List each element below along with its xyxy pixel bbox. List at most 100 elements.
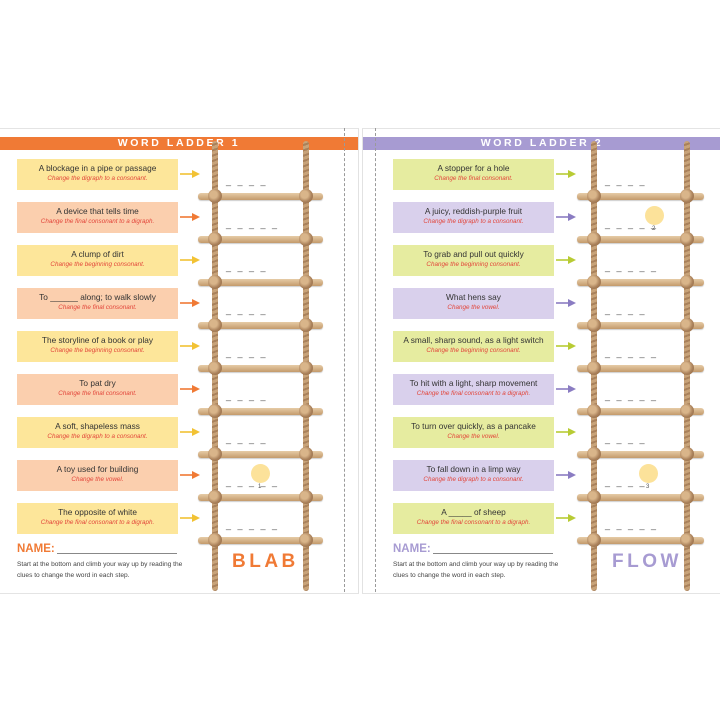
rope-knot [680, 361, 694, 375]
clue-text: A stopper for a hole [437, 163, 510, 173]
answer-blanks[interactable]: _ _ _ _ [226, 305, 268, 315]
rope-knot [587, 361, 601, 375]
arrow-right-icon [180, 213, 200, 221]
arrow-right-icon [180, 385, 200, 393]
arrow-right-icon [556, 342, 576, 350]
arrow-right-icon [180, 170, 200, 178]
clue-text: A _____ of sheep [441, 507, 506, 517]
rope-knot [587, 404, 601, 418]
answer-blanks[interactable]: _ _ _ _ [226, 262, 268, 272]
answer-blanks[interactable]: _ _ _ _ [605, 176, 647, 186]
answer-blanks[interactable]: _ _ _ _ [226, 348, 268, 358]
answer-blanks[interactable]: _ _ _ _ _ [605, 391, 659, 401]
rope-knot [680, 189, 694, 203]
marker-number: 1 [258, 484, 262, 490]
answer-blanks[interactable]: _ _ _ _ _ [605, 520, 659, 530]
ladder-rung [198, 193, 323, 200]
arrow-right-icon [556, 256, 576, 264]
rope-knot [680, 447, 694, 461]
arrow-right-icon [180, 514, 200, 522]
circle-marker [251, 464, 270, 483]
rope-knot [680, 533, 694, 547]
rope-knot [208, 318, 222, 332]
answer-blanks[interactable]: _ _ _ _ _ [605, 219, 659, 229]
clue-hint: Change the vowel. [447, 304, 500, 311]
marker-number: 3 [646, 484, 650, 490]
answer-blanks[interactable]: _ _ _ _ _ [226, 219, 280, 229]
clue-text: A clump of dirt [71, 249, 124, 259]
clue-hint: Change the final consonant to a digraph. [40, 519, 155, 526]
ladder-rung [198, 408, 323, 415]
name-label: NAME: [17, 543, 55, 555]
rope-knot [680, 404, 694, 418]
arrow-right-icon [180, 342, 200, 350]
answer-blanks[interactable]: _ _ _ _ [605, 477, 647, 487]
clue-hint: Change the digraph to a consonant. [47, 175, 148, 182]
clue-hint: Change the final consonant. [58, 390, 137, 397]
ladder-rung [577, 365, 704, 372]
answer-blanks[interactable]: _ _ _ _ [226, 434, 268, 444]
arrow-right-icon [556, 471, 576, 479]
arrow-right-icon [180, 471, 200, 479]
answer-blanks[interactable]: _ _ _ _ _ [226, 477, 280, 487]
clue-hint: Change the beginning consonant. [426, 347, 521, 354]
ladder-rung [198, 279, 323, 286]
rope-knot [299, 232, 313, 246]
clue-hint: Change the final consonant to a digraph. [416, 519, 531, 526]
clue-hint: Change the beginning consonant. [50, 347, 145, 354]
name-label: NAME: [393, 543, 431, 555]
arrow-right-icon [180, 256, 200, 264]
name-field[interactable] [57, 553, 177, 554]
clue-hint: Change the digraph to a consonant. [47, 433, 148, 440]
page-fold-line [344, 128, 345, 592]
clue-text: To grab and pull out quickly [423, 249, 524, 259]
arrow-right-icon [556, 514, 576, 522]
ladder-rung [577, 408, 704, 415]
rope-knot [208, 232, 222, 246]
clue-text: A juicy, reddish-purple fruit [424, 206, 523, 216]
ladder-rung [198, 236, 323, 243]
rope-knot [680, 490, 694, 504]
answer-blanks[interactable]: _ _ _ _ [226, 176, 268, 186]
answer-blanks[interactable]: _ _ _ _ _ [605, 262, 659, 272]
start-word: FLOW [612, 551, 682, 572]
clue-text: A blockage in a pipe or passage [38, 163, 157, 173]
clue-text: To ______ along; to walk slowly [39, 292, 156, 302]
rope-knot [299, 490, 313, 504]
arrow-right-icon [180, 299, 200, 307]
answer-blanks[interactable]: _ _ _ _ _ [605, 348, 659, 358]
rope-knot [587, 189, 601, 203]
answer-blanks[interactable]: _ _ _ _ [226, 391, 268, 401]
answer-blanks[interactable]: _ _ _ _ _ [226, 520, 280, 530]
rope-knot [299, 361, 313, 375]
marker-number: 2 [652, 226, 656, 232]
answer-blanks[interactable]: _ _ _ _ [605, 434, 647, 444]
rope-knot [299, 533, 313, 547]
clue-hint: Change the digraph to a consonant. [423, 218, 524, 225]
answer-blanks[interactable]: _ _ _ _ [605, 305, 647, 315]
circle-marker [639, 464, 658, 483]
clue-text: To fall down in a limp way [426, 464, 521, 474]
rope-knot [587, 447, 601, 461]
worksheet-page-left: WORD LADDER 1 A blockage in a pipe or pa… [0, 128, 359, 594]
ladder-rung [198, 537, 323, 544]
clue-text: The opposite of white [58, 507, 137, 517]
clue-text: A toy used for building [56, 464, 139, 474]
rope-knot [299, 189, 313, 203]
rope-knot [208, 533, 222, 547]
circle-marker [645, 206, 664, 225]
name-field[interactable] [433, 553, 553, 554]
rope-knot [208, 447, 222, 461]
page-fold-line [375, 128, 376, 592]
